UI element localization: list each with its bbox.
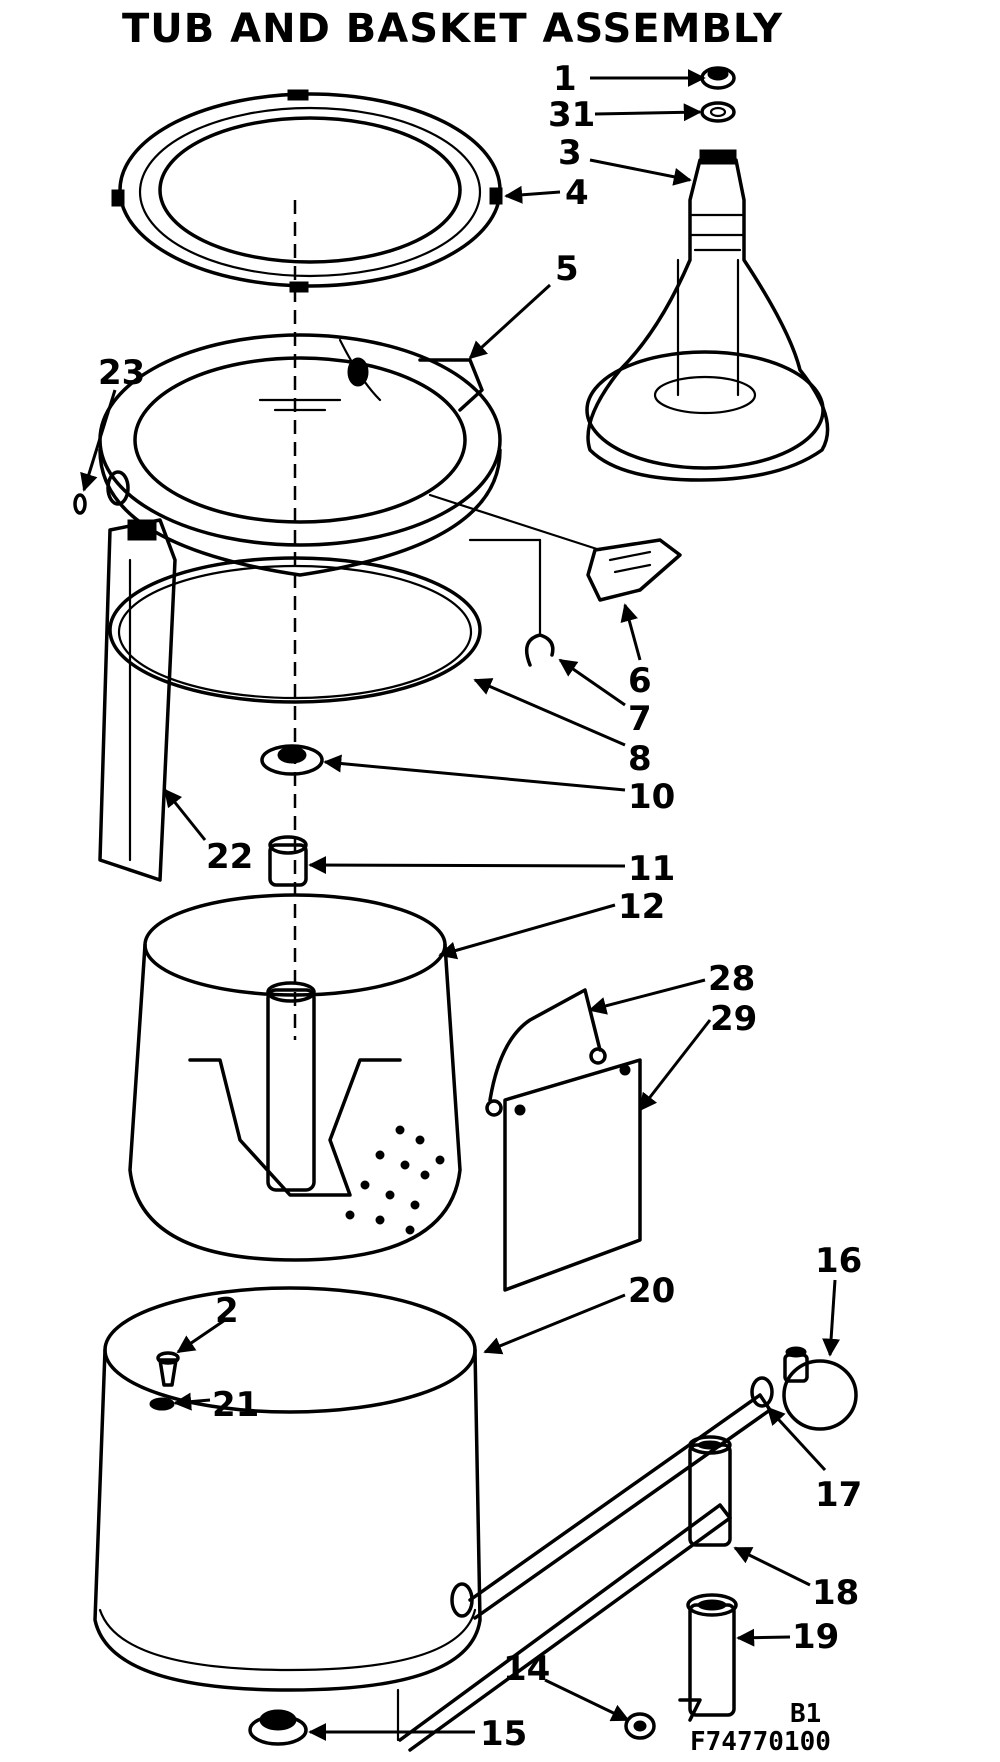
- part-6-bracket: [428, 493, 682, 602]
- part-15-mount: [248, 1709, 308, 1746]
- callout-5: 5: [555, 249, 579, 289]
- part-18-inlet-tube: [688, 1435, 732, 1547]
- part-19-drain-connector: [678, 1593, 738, 1722]
- callout-22: 22: [206, 837, 253, 877]
- callout-23: 23: [98, 353, 145, 393]
- part-3-agitator: [585, 149, 830, 482]
- callout-14: 14: [503, 1649, 550, 1689]
- section-code: B1: [790, 1699, 821, 1729]
- callout-17: 17: [815, 1475, 862, 1515]
- drain-hose-lower: [398, 1503, 732, 1752]
- part-10-nut: [260, 744, 324, 776]
- drain-hose: [468, 1393, 772, 1620]
- part-4-tub-ring: [111, 89, 503, 293]
- part-21-washer: [149, 1397, 175, 1411]
- callout-labels: 1 31 3 4 5 23 6 7 8 10 22 11 12 28 29 16…: [98, 59, 862, 1754]
- callout-6: 6: [628, 661, 652, 701]
- part-8-snubber-ring: [108, 556, 482, 704]
- part-7-hook: [468, 538, 555, 667]
- part-22-splash-guard: [98, 518, 177, 882]
- callout-8: 8: [628, 739, 652, 779]
- callout-2: 2: [215, 1291, 239, 1331]
- callout-10: 10: [628, 777, 675, 817]
- diagram-code: F74770100: [690, 1727, 831, 1757]
- callout-19: 19: [792, 1617, 839, 1657]
- callout-3: 3: [558, 133, 582, 173]
- part-2-screw: [156, 1351, 180, 1387]
- part-31-washer: [700, 101, 736, 123]
- callout-31: 31: [548, 95, 595, 135]
- callout-29: 29: [710, 999, 757, 1039]
- callout-18: 18: [812, 1573, 859, 1613]
- part-17-clamp: [750, 1376, 774, 1408]
- callout-28: 28: [708, 959, 755, 999]
- diagram-title: TUB AND BASKET ASSEMBLY: [122, 6, 784, 52]
- part-23-clip: [73, 470, 130, 515]
- leader-lines: [80, 69, 841, 1741]
- part-20-outer-tub: [93, 1286, 482, 1742]
- part-28-wire-clip: [485, 988, 607, 1117]
- part-29-plate: [503, 1058, 642, 1292]
- callout-21: 21: [212, 1385, 259, 1425]
- callout-16: 16: [815, 1241, 862, 1281]
- part-14-washer: [624, 1712, 656, 1740]
- callout-20: 20: [628, 1271, 675, 1311]
- callout-1: 1: [553, 59, 577, 99]
- callout-12: 12: [618, 887, 665, 927]
- callout-15: 15: [480, 1714, 527, 1754]
- callout-4: 4: [565, 173, 589, 213]
- callout-11: 11: [628, 849, 675, 889]
- part-5-tub-cover: [98, 333, 502, 577]
- part-11-hub: [268, 835, 308, 887]
- part-1-cap: [700, 66, 736, 90]
- part-16-pressure-dome: [782, 1346, 858, 1431]
- callout-7: 7: [628, 699, 652, 739]
